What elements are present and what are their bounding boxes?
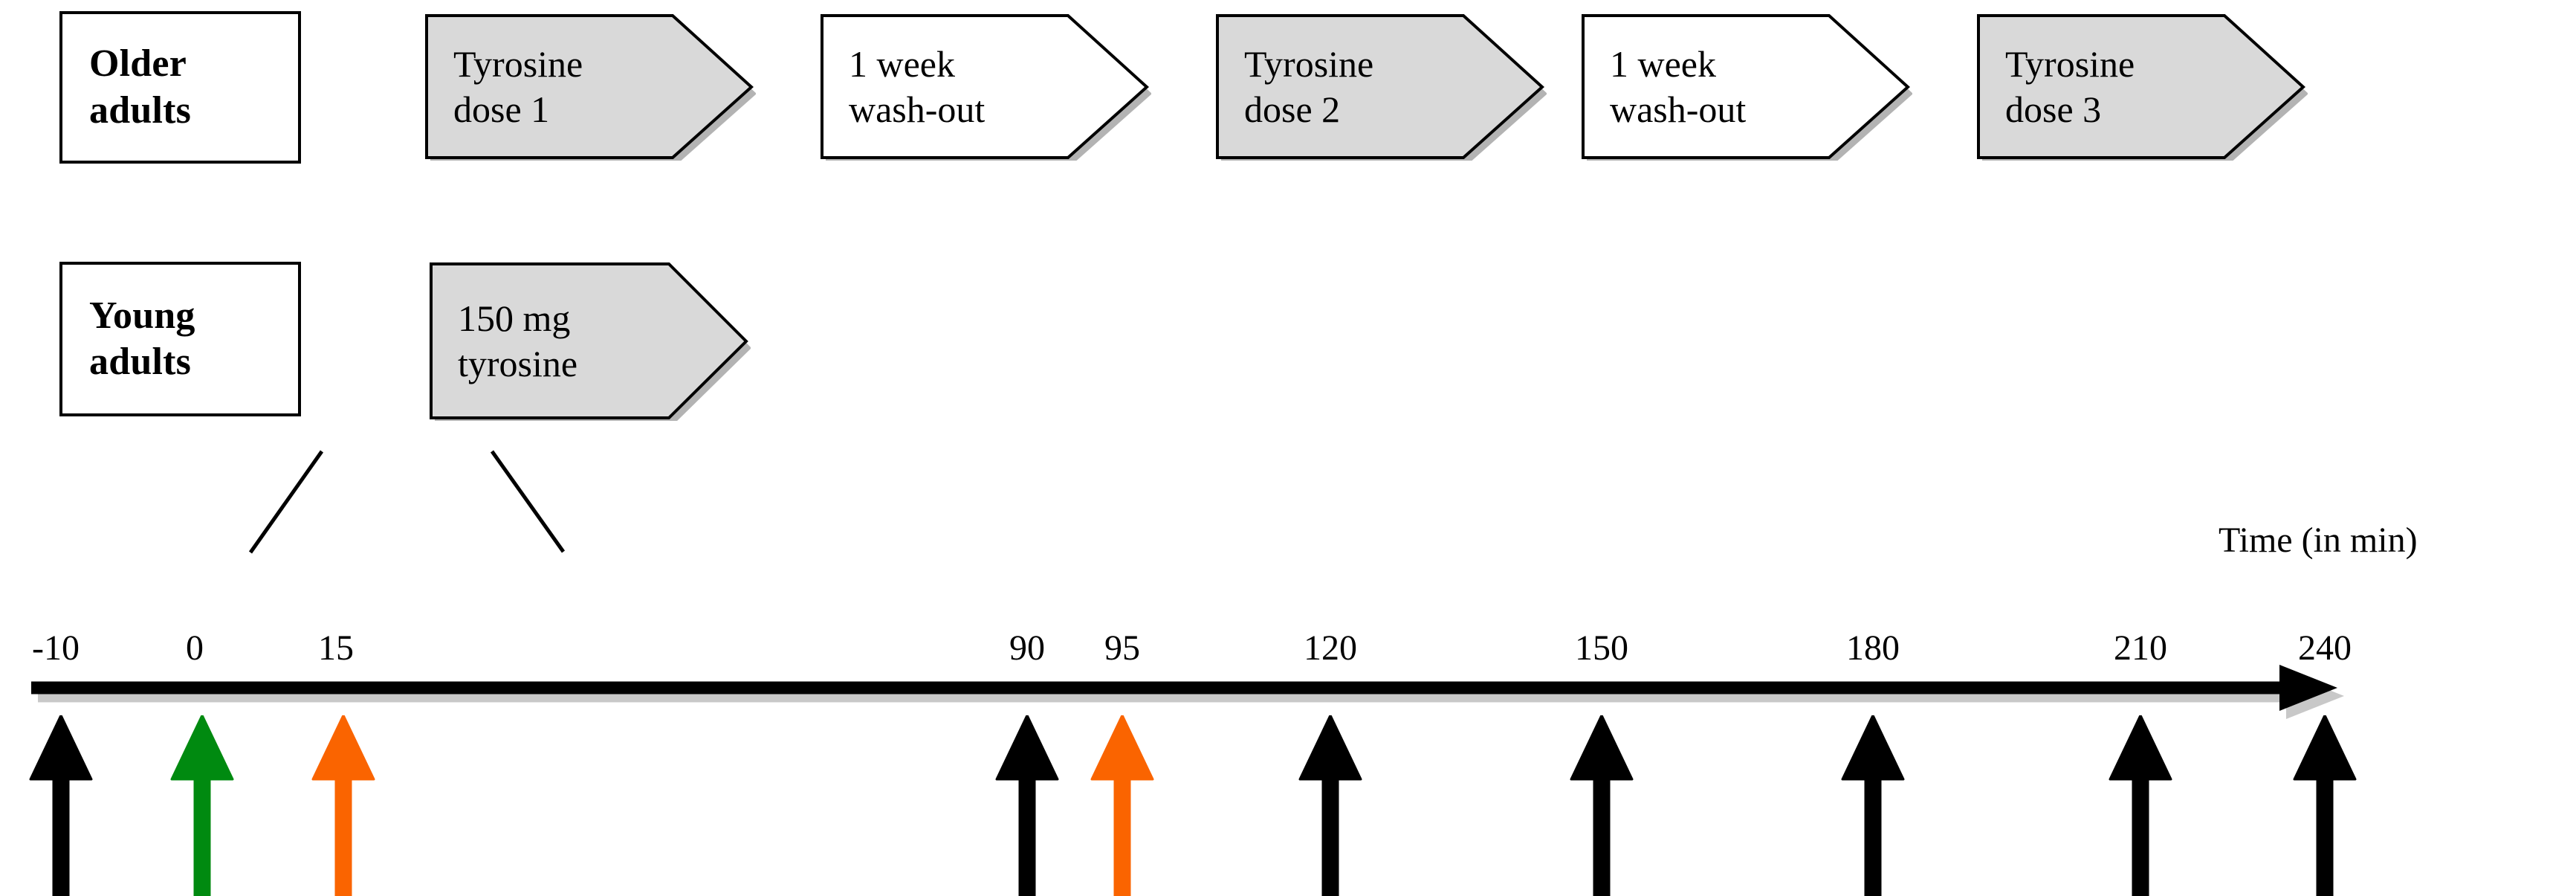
marker-150 (1570, 714, 1634, 896)
group-box-older-adults: Older adults (59, 11, 301, 164)
marker-240-glyph (2293, 714, 2357, 896)
marker-150-glyph (1570, 714, 1634, 896)
marker-210 (2109, 714, 2172, 896)
connector-left (248, 450, 324, 554)
protocol-step-older-tyrosine-dose-3: Tyrosine dose 3 (1977, 13, 2308, 161)
group-label-young-adults: Young adults (89, 294, 195, 383)
tick-label-90: 90 (1009, 628, 1045, 668)
axis-caption: Time (in min) (2219, 520, 2418, 560)
tick-label-15: 15 (318, 628, 354, 668)
marker-0-glyph (170, 714, 234, 896)
marker-95 (1090, 714, 1154, 896)
marker-90-glyph (995, 714, 1059, 896)
tick-label-210: 210 (2114, 628, 2167, 668)
marker-180 (1841, 714, 1905, 896)
marker-180-glyph (1841, 714, 1905, 896)
marker-120 (1298, 714, 1362, 896)
older-washout-1-shape (821, 14, 1151, 161)
older-washout-2-shape (1582, 14, 1912, 161)
older-tyrosine-dose-3-label: Tyrosine dose 3 (2005, 43, 2135, 130)
tick-label-180: 180 (1846, 628, 1900, 668)
tick-label-95: 95 (1104, 628, 1140, 668)
marker--10 (29, 714, 93, 896)
marker-15-glyph (311, 714, 375, 896)
young-tyrosine-150mg-shape (430, 262, 751, 421)
protocol-step-older-washout-2: 1 week wash-out (1582, 13, 1912, 161)
older-tyrosine-dose-2-label: Tyrosine dose 2 (1244, 43, 1374, 130)
older-tyrosine-dose-1-label: Tyrosine dose 1 (453, 43, 583, 130)
tick-label-150: 150 (1575, 628, 1628, 668)
older-washout-2-label: 1 week wash-out (1610, 43, 1747, 130)
marker-15 (311, 714, 375, 896)
young-tyrosine-150mg-label: 150 mg tyrosine (458, 297, 578, 384)
marker-120-glyph (1298, 714, 1362, 896)
protocol-step-older-tyrosine-dose-2: Tyrosine dose 2 (1216, 13, 1547, 161)
group-box-young-adults: Young adults (59, 262, 301, 416)
marker-95-glyph (1090, 714, 1154, 896)
protocol-step-older-washout-1: 1 week wash-out (821, 13, 1151, 161)
group-label-older-adults: Older adults (89, 42, 192, 132)
axis-line (31, 681, 2284, 694)
marker-90 (995, 714, 1059, 896)
older-tyrosine-dose-2-shape (1216, 14, 1547, 161)
tick-label-240: 240 (2298, 628, 2352, 668)
axis-arrowhead (2279, 665, 2337, 711)
tick-label--10: -10 (32, 628, 80, 668)
marker-210-glyph (2109, 714, 2172, 896)
protocol-step-young-tyrosine-150mg: 150 mg tyrosine (430, 262, 751, 421)
marker-0 (170, 714, 234, 896)
tick-label-120: 120 (1304, 628, 1357, 668)
older-washout-1-label: 1 week wash-out (849, 43, 986, 130)
marker--10-glyph (29, 714, 93, 896)
marker-240 (2293, 714, 2357, 896)
tick-label-0: 0 (186, 628, 204, 668)
older-tyrosine-dose-3-shape (1977, 14, 2308, 161)
connector-right (490, 450, 566, 553)
older-tyrosine-dose-1-shape (425, 14, 756, 161)
protocol-step-older-tyrosine-dose-1: Tyrosine dose 1 (425, 13, 756, 161)
